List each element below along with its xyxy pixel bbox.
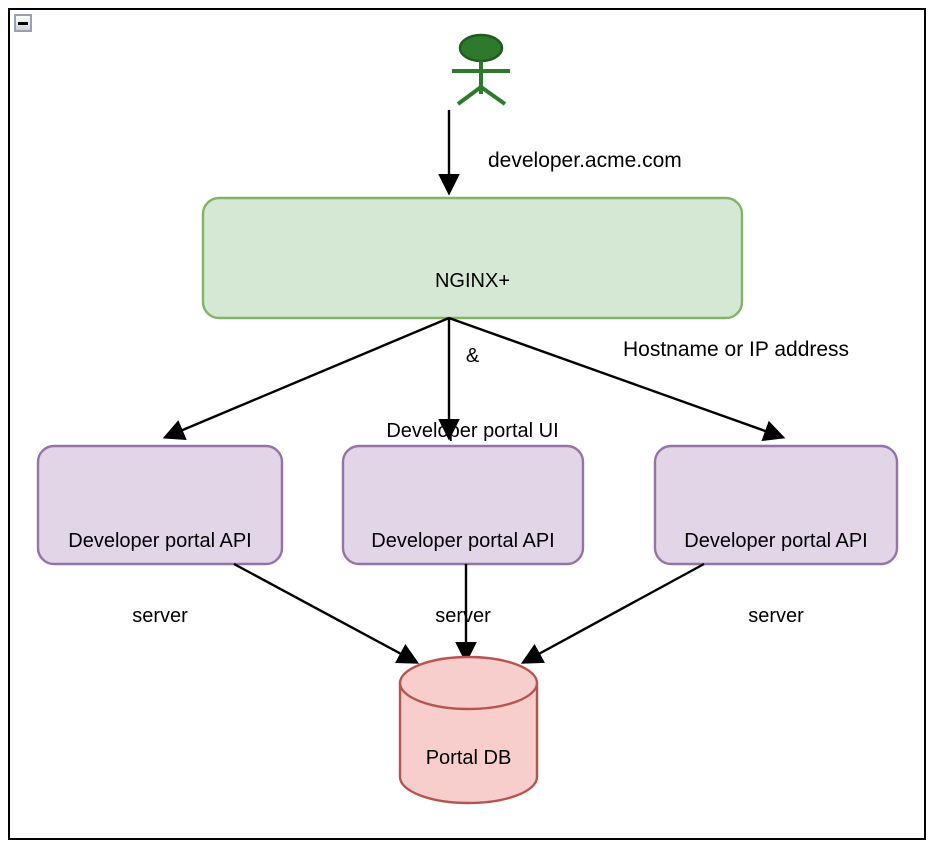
edge-api-3-to-db — [520, 562, 705, 664]
node-portal-db[interactable] — [398, 655, 539, 805]
node-api-server-2[interactable] — [341, 444, 585, 566]
node-api-server-3[interactable] — [653, 444, 899, 566]
actor-icon — [452, 33, 510, 106]
minus-icon — [18, 22, 28, 25]
edge-api-1-to-db — [233, 562, 420, 664]
collapse-toggle-button[interactable] — [14, 14, 32, 32]
edge-label-developer-acme-com: developer.acme.com — [488, 149, 682, 172]
node-api-server-1[interactable] — [36, 444, 284, 566]
edge-nginx-to-api-3 — [448, 316, 786, 442]
node-nginx-portal-ui[interactable] — [201, 196, 744, 320]
edge-label-hostname-or-ip: Hostname or IP address — [623, 338, 850, 361]
edge-nginx-to-api-1 — [162, 316, 450, 440]
